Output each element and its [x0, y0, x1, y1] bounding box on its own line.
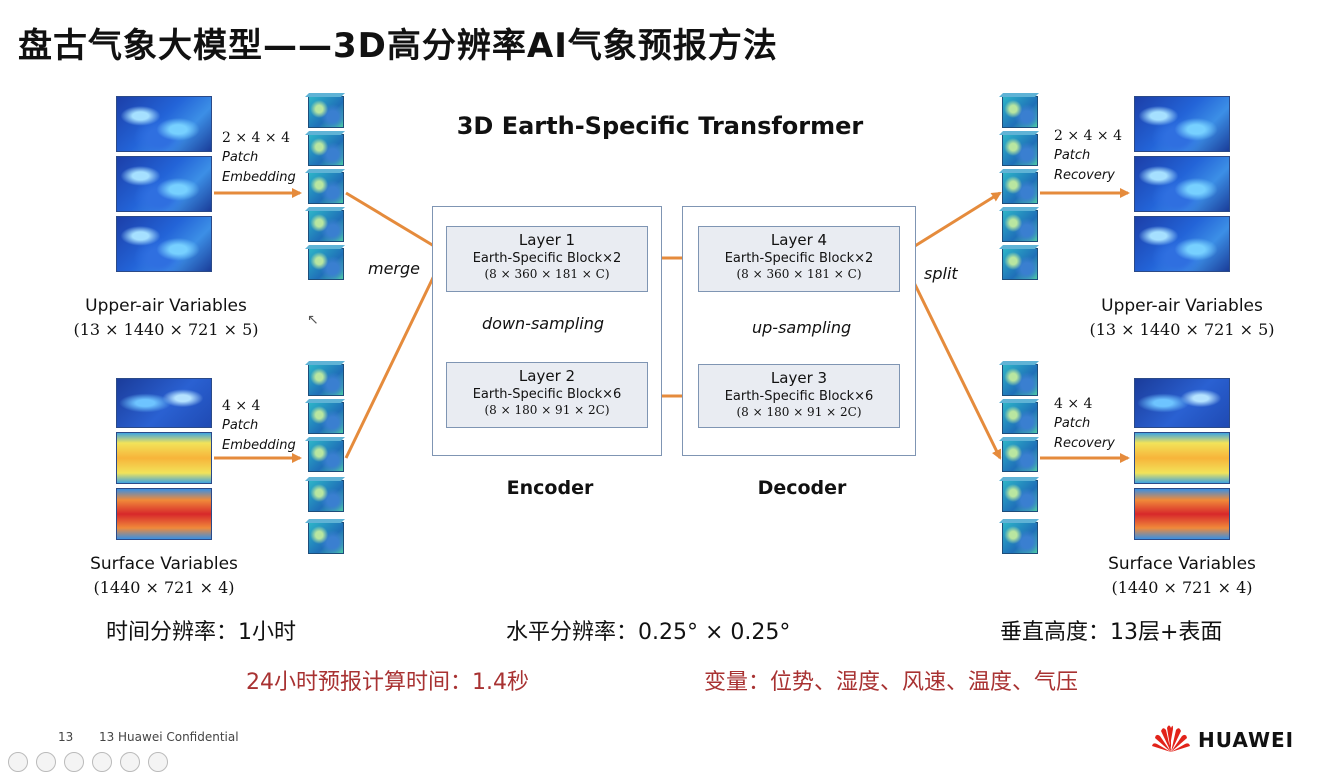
up-sampling-label: up-sampling	[752, 318, 852, 337]
patch-token	[1002, 248, 1038, 280]
patch-token	[308, 96, 344, 128]
surface-map-red	[1134, 488, 1230, 540]
confidential-text: 13 Huawei Confidential	[98, 730, 239, 744]
layer-2-block: Earth-Specific Block×6	[472, 387, 622, 402]
layer-4-name: Layer 4	[770, 231, 828, 249]
upper-air-cube	[1134, 156, 1230, 212]
arrow-split-surface	[900, 257, 1002, 460]
layer-2-box: Layer 2 Earth-Specific Block×6 (8 × 180 …	[446, 362, 648, 428]
patch-token	[308, 172, 344, 204]
patch-token	[308, 134, 344, 166]
upper-air-cube	[1134, 96, 1230, 152]
mouse-cursor-icon: ↖	[307, 312, 319, 328]
upper-air-cube	[1134, 216, 1230, 272]
time-resolution: 时间分辨率：1小时	[106, 620, 296, 645]
huawei-logo-text: HUAWEI	[1198, 728, 1295, 752]
pen-tool-button[interactable]	[36, 752, 56, 772]
arrow-split-upper	[901, 191, 1002, 256]
layer-1-name: Layer 1	[518, 231, 576, 249]
surface-map-blue	[1134, 378, 1230, 428]
decoder-label: Decoder	[757, 477, 847, 499]
pointer-tool-button[interactable]	[64, 752, 84, 772]
upper-air-cube	[116, 96, 212, 152]
right-surface-dims: (1440 × 721 × 4)	[1111, 578, 1253, 597]
patch-token	[1002, 134, 1038, 166]
patch-token	[308, 210, 344, 242]
left-surface-dims: (1440 × 721 × 4)	[93, 578, 235, 597]
surface-map-blue	[116, 378, 212, 428]
patch-token	[308, 364, 344, 396]
arrow-merge-surface	[344, 253, 446, 459]
encoder-label: Encoder	[506, 477, 594, 499]
patch-token	[308, 522, 344, 554]
surface-map-yellow	[1134, 432, 1230, 484]
layer-2-dims: (8 × 180 × 91 × 2C)	[484, 403, 610, 417]
slides-overview-button[interactable]	[92, 752, 112, 772]
patch-token	[1002, 440, 1038, 472]
patch-token	[308, 480, 344, 512]
slide-title: 盘古气象大模型——3D高分辨率AI气象预报方法	[18, 26, 778, 66]
patch-token	[1002, 364, 1038, 396]
layer-4-block: Earth-Specific Block×2	[724, 251, 874, 266]
left-surface-patch-text: 4 × 4 Patch Embedding	[222, 398, 296, 453]
patch-token	[1002, 480, 1038, 512]
layer-3-dims: (8 × 180 × 91 × 2C)	[736, 405, 862, 419]
patch-token	[308, 248, 344, 280]
right-upper-patch-text: 2 × 4 × 4 Patch Recovery	[1054, 128, 1122, 183]
prev-slide-button[interactable]	[8, 752, 28, 772]
vertical-resolution: 垂直高度：13层+表面	[1000, 620, 1223, 645]
arrow-merge-upper	[345, 191, 446, 254]
page-number: 13	[58, 730, 74, 744]
left-upper-dims: (13 × 1440 × 721 × 5)	[73, 320, 259, 339]
down-sampling-label: down-sampling	[482, 314, 605, 333]
zoom-button[interactable]	[120, 752, 140, 772]
left-upper-patch-text: 2 × 4 × 4 Patch Embedding	[222, 130, 296, 185]
right-surface-label: Surface Variables	[1108, 554, 1256, 574]
left-upper-label: Upper-air Variables	[85, 296, 247, 316]
patch-token	[1002, 96, 1038, 128]
split-label: split	[924, 264, 958, 283]
right-surface-patch-text: 4 × 4 Patch Recovery	[1054, 396, 1115, 451]
forecast-compute-time: 24小时预报计算时间：1.4秒	[246, 670, 529, 695]
layer-3-box: Layer 3 Earth-Specific Block×6 (8 × 180 …	[698, 364, 900, 428]
patch-token	[1002, 402, 1038, 434]
merge-label: merge	[368, 259, 421, 278]
layer-1-box: Layer 1 Earth-Specific Block×2 (8 × 360 …	[446, 226, 648, 292]
patch-token	[308, 440, 344, 472]
left-surface-label: Surface Variables	[90, 554, 238, 574]
layer-1-block: Earth-Specific Block×2	[472, 251, 622, 266]
patch-token	[1002, 172, 1038, 204]
layer-4-dims: (8 × 360 × 181 × C)	[736, 267, 862, 281]
variables-list: 变量：位势、湿度、风速、温度、气压	[704, 670, 1079, 695]
layer-3-block: Earth-Specific Block×6	[724, 389, 874, 404]
horizontal-resolution: 水平分辨率：0.25° × 0.25°	[506, 620, 791, 645]
right-upper-dims: (13 × 1440 × 721 × 5)	[1089, 320, 1275, 339]
surface-map-yellow	[116, 432, 212, 484]
patch-token	[1002, 210, 1038, 242]
layer-3-name: Layer 3	[770, 369, 828, 387]
surface-map-red	[116, 488, 212, 540]
layer-1-dims: (8 × 360 × 181 × C)	[484, 267, 610, 281]
right-upper-label: Upper-air Variables	[1101, 296, 1263, 316]
upper-air-cube	[116, 156, 212, 212]
layer-2-name: Layer 2	[518, 367, 576, 385]
patch-token	[308, 402, 344, 434]
huawei-logo-icon	[1152, 725, 1190, 752]
patch-token	[1002, 522, 1038, 554]
footer-confidential: 13 13 Huawei Confidential	[58, 730, 239, 744]
upper-air-cube	[116, 216, 212, 272]
more-options-button[interactable]	[148, 752, 168, 772]
layer-4-box: Layer 4 Earth-Specific Block×2 (8 × 360 …	[698, 226, 900, 292]
diagram-title: 3D Earth-Specific Transformer	[456, 112, 864, 140]
